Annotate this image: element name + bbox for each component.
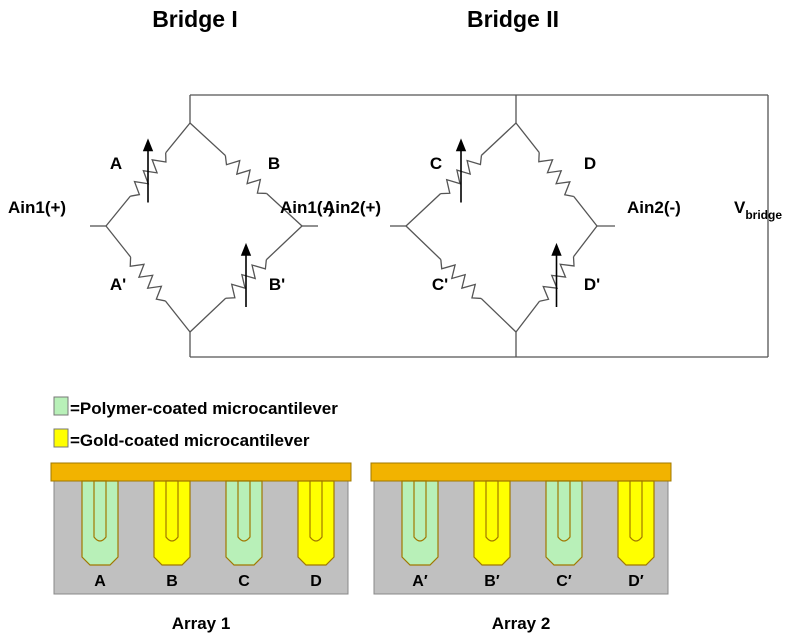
resistor-a-prime-zigzag	[129, 257, 166, 302]
resistor-b-zigzag	[224, 155, 267, 195]
circuit-wires	[90, 94, 769, 358]
resistor-b-prime-arrow-head	[240, 242, 252, 256]
resistor-symbols	[129, 151, 575, 303]
variable-resistor-arrows	[142, 138, 562, 307]
ain2-plus-label: Ain2(+)	[323, 198, 381, 217]
cantilever-2-4-slot	[629, 480, 643, 542]
cantilever-label: A′	[412, 573, 428, 590]
resistor-label-c-prime: C'	[432, 275, 448, 294]
vbridge-label: Vbridge	[734, 198, 782, 222]
legend-polymer-label: =Polymer-coated microcantilever	[70, 399, 338, 418]
resistor-label-d: D	[584, 154, 596, 173]
bridge1-title: Bridge I	[152, 6, 238, 32]
cantilever-1-4-slot	[309, 480, 323, 542]
cantilever-2-1-slot	[413, 480, 427, 542]
resistor-d-prime-arrow-head	[551, 242, 562, 256]
array1-title: Array 1	[172, 614, 231, 633]
resistor-b-prime-zigzag	[225, 259, 267, 299]
resistor-label-a: A	[110, 154, 122, 173]
resistor-label-d-prime: D'	[584, 275, 600, 294]
ain2-minus-label: Ain2(-)	[627, 198, 681, 217]
resistor-a-prime-gap	[129, 256, 167, 302]
ain1-plus-label: Ain1(+)	[8, 198, 66, 217]
array-2: A′ B′ C′ D′	[370, 462, 672, 595]
resistor-d-prime-zigzag	[539, 256, 575, 302]
resistor-b-gap	[224, 154, 268, 195]
vbridge-main: V	[734, 198, 746, 217]
resistor-a-zigzag	[130, 152, 167, 197]
resistor-a-arrow-head	[142, 138, 154, 152]
resistor-label-b: B	[268, 154, 280, 173]
array-1-base-bar	[50, 462, 352, 482]
cantilever-label: C′	[556, 573, 572, 590]
cantilever-1-1-slot	[93, 480, 107, 542]
legend-gold-label: =Gold-coated microcantilever	[70, 431, 310, 450]
cantilever-label: A	[94, 573, 106, 590]
cantilever-label: D	[310, 573, 322, 590]
cantilever-label: D′	[628, 573, 644, 590]
resistor-c-zigzag	[440, 155, 483, 195]
cantilever-1-2-slot	[165, 480, 179, 542]
resistor-d-gap	[538, 151, 575, 198]
resistor-d-zigzag	[538, 152, 574, 198]
bridge2-title: Bridge II	[467, 6, 559, 32]
cantilever-2-3-slot	[557, 480, 571, 542]
legend-gold-swatch	[53, 428, 69, 448]
resistor-c-arrow-head	[455, 138, 467, 152]
cantilever-label: B	[166, 573, 178, 590]
resistor-label-c: C	[430, 154, 442, 173]
cantilever-1-3-slot	[237, 480, 251, 542]
resistor-label-b-prime: B'	[269, 275, 285, 294]
array-1: A B C D	[50, 462, 352, 595]
resistor-c-prime-gap	[439, 258, 483, 300]
cantilever-label: C	[238, 573, 250, 590]
cantilever-label: B′	[484, 573, 500, 590]
array-2-base-bar	[370, 462, 672, 482]
resistor-label-a-prime: A'	[110, 275, 126, 294]
resistor-c-prime-zigzag	[440, 259, 482, 300]
array2-title: Array 2	[492, 614, 551, 633]
legend-polymer-swatch	[53, 396, 69, 416]
cantilever-2-2-slot	[485, 480, 499, 542]
vbridge-subscript: bridge	[745, 208, 782, 222]
ain1-minus-label: Ain1(-)	[280, 198, 334, 217]
cantilever-arrays: A B C D A′ B′ C′ D′	[50, 462, 672, 595]
